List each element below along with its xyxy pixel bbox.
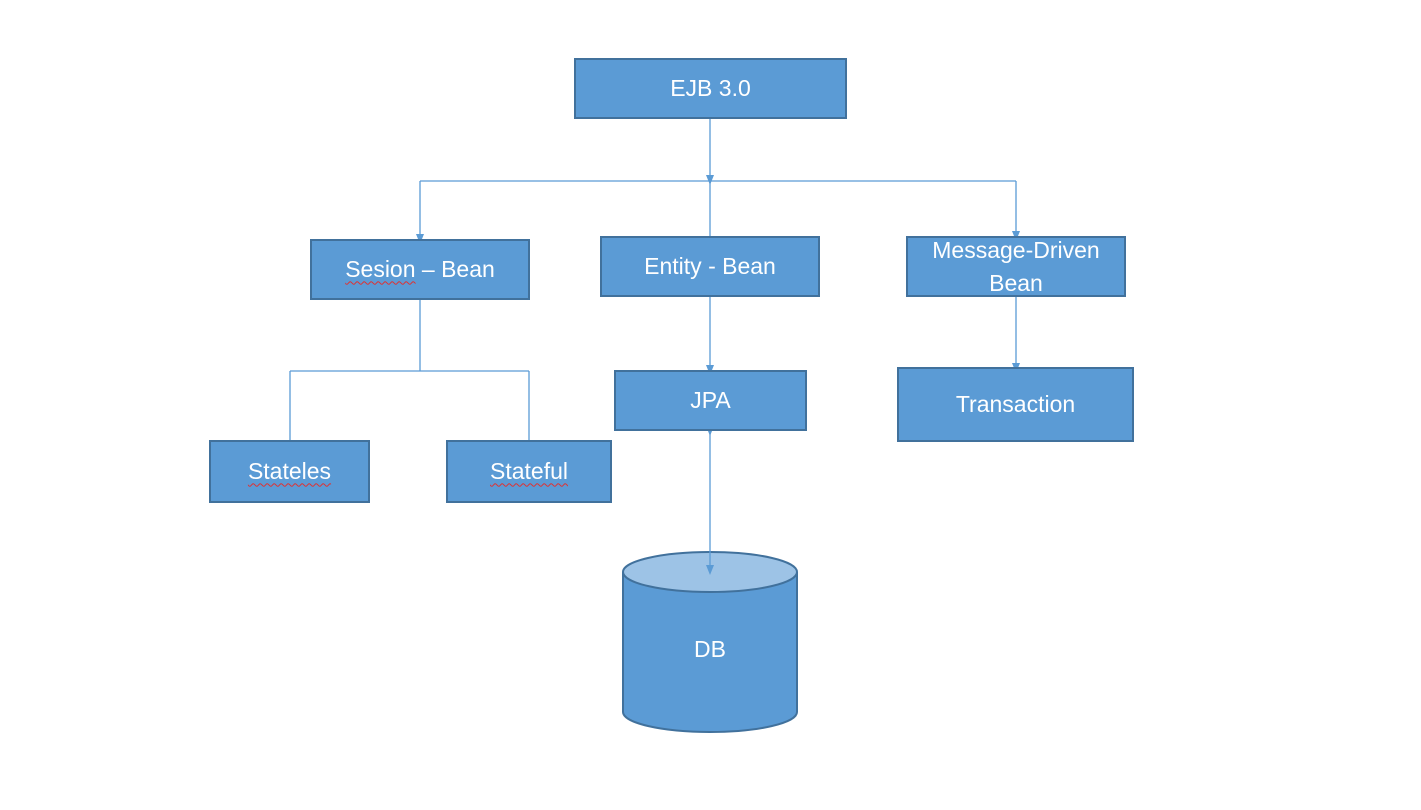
node-message-driven-bean-line1: Message-Driven [932,237,1100,264]
node-stateful: Stateful [446,440,612,503]
node-message-driven-bean: Message-Driven Bean [906,236,1126,297]
node-stateless: Stateles [209,440,370,503]
node-ejb-root-label: EJB 3.0 [670,75,751,102]
node-session-bean-suffix: – Bean [415,256,495,283]
node-jpa-label: JPA [690,387,731,414]
node-entity-bean-label: Entity - Bean [644,253,776,280]
node-session-bean-label: Sesion – Bean [345,253,495,285]
node-entity-bean: Entity - Bean [600,236,820,297]
node-stateless-label: Stateles [247,458,332,485]
node-transaction-label: Transaction [955,391,1076,418]
node-session-bean: Sesion – Bean [310,239,530,300]
node-message-driven-bean-label: Message-Driven Bean [932,234,1099,298]
node-db-label: DB [694,636,726,662]
node-message-driven-bean-line2: Bean [989,269,1043,296]
node-jpa: JPA [614,370,807,431]
node-session-bean-word: Sesion [345,256,416,283]
node-stateful-label: Stateful [490,458,568,485]
node-ejb-root: EJB 3.0 [574,58,847,119]
node-transaction: Transaction [897,367,1134,442]
